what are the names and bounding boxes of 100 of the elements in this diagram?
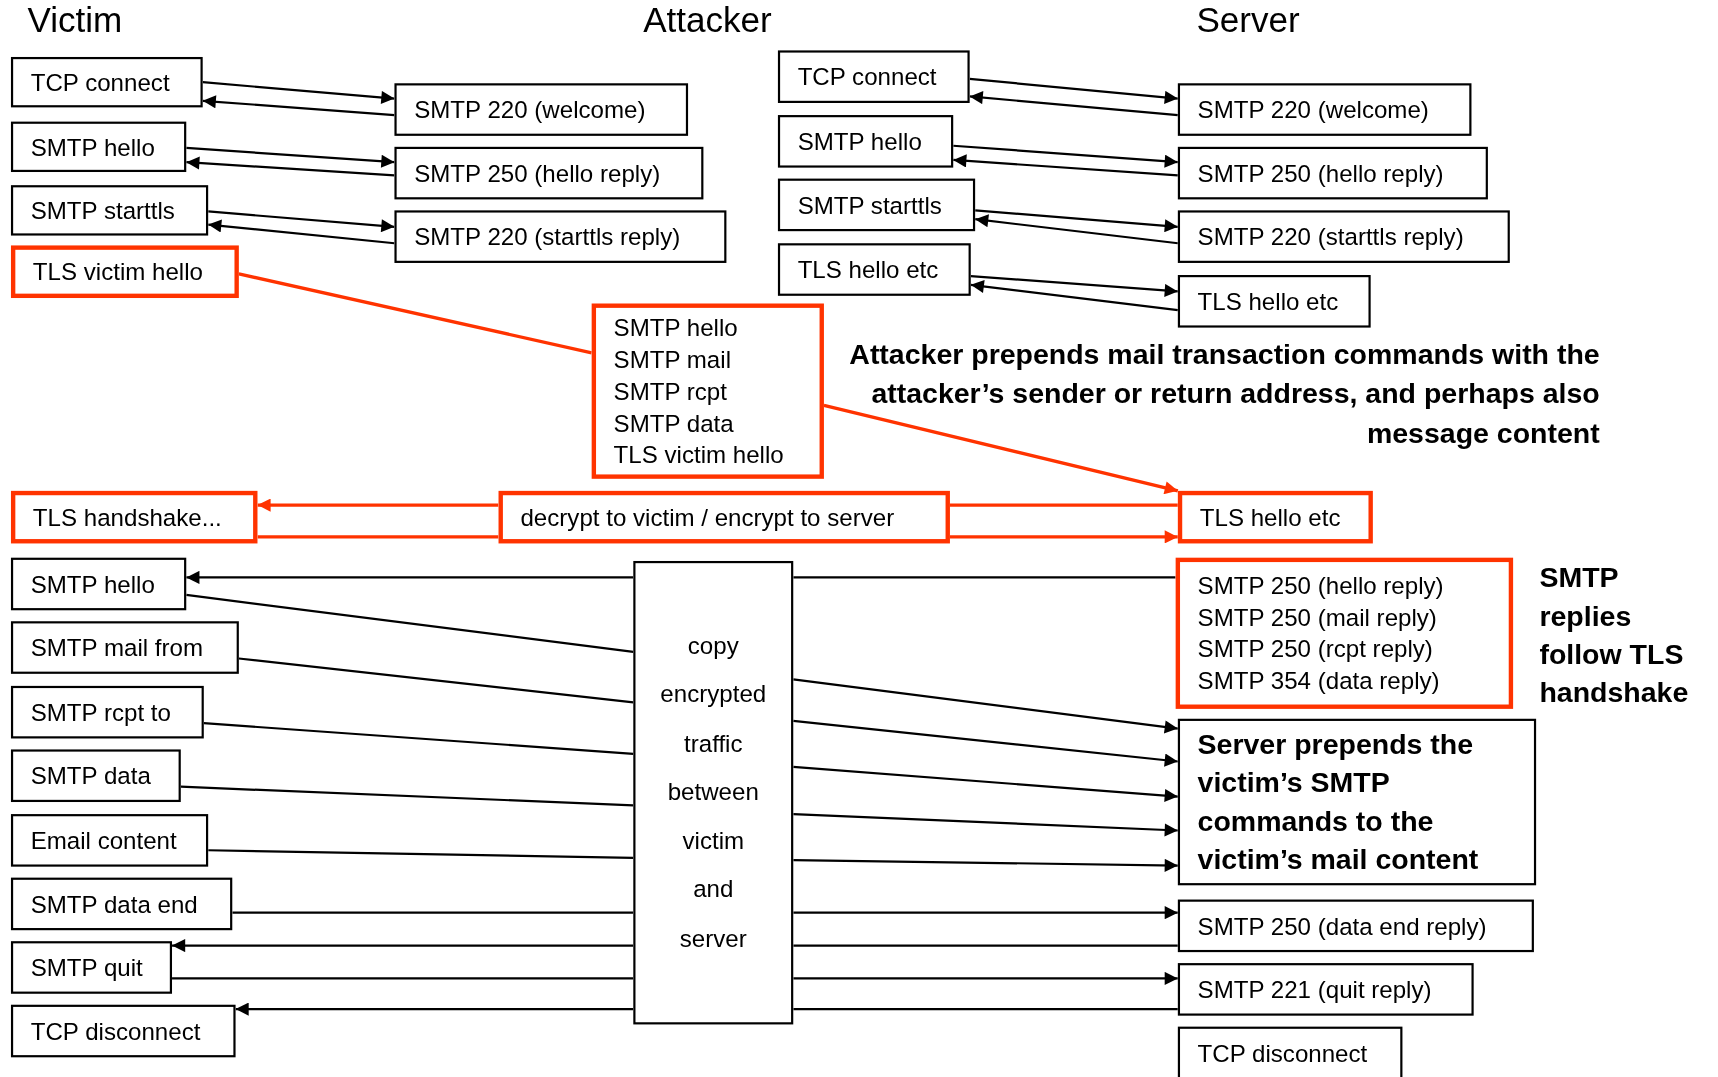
process-box [10, 490, 258, 544]
arrow [949, 530, 1178, 544]
node-text: SMTP rcpt [613, 376, 728, 407]
connector-line [793, 1008, 1178, 1011]
arrow [969, 77, 1178, 104]
process-box [498, 490, 950, 544]
node-text: SMTP 250 (hello reply) [414, 158, 662, 189]
node-text: SMTP starttls [30, 195, 176, 227]
process-box [777, 50, 970, 103]
node-text: TCP disconnect [30, 1016, 202, 1047]
node-text: SMTP 354 (data reply) [1197, 666, 1441, 697]
connector-line [793, 944, 1178, 947]
node-text: TLS victim hello [32, 257, 204, 288]
process-box [10, 941, 172, 994]
node-text: TLS hello etc [1199, 502, 1342, 533]
arrow [208, 210, 395, 233]
node-text: SMTP mail from [30, 632, 204, 664]
node-text: SMTP 250 (mail reply) [1197, 602, 1438, 634]
process-box [10, 814, 209, 867]
connector-line [238, 272, 592, 355]
connector-line [949, 503, 1178, 507]
node-text: SMTP data [613, 408, 735, 439]
connector-line [257, 535, 499, 539]
process-box [10, 56, 203, 108]
arrow [793, 765, 1178, 803]
process-box [591, 303, 824, 479]
process-box [633, 561, 794, 1025]
process-box [1177, 963, 1474, 1016]
arrow [970, 279, 1178, 312]
node-text: SMTP 250 (hello reply) [1197, 570, 1445, 602]
node-text: SMTP data [30, 761, 152, 792]
node-text: TCP disconnect [1197, 1038, 1369, 1069]
process-box [10, 185, 209, 236]
process-box [1177, 718, 1537, 886]
column-heading: Server [1196, 0, 1300, 41]
node-text: SMTP 220 (welcome) [414, 94, 647, 126]
arrow [953, 154, 1178, 177]
process-box [10, 245, 239, 298]
process-box [777, 243, 971, 296]
node-text: Server prepends the victim’s SMTP commands to the victim’s mail content [1197, 726, 1480, 878]
process-box [394, 83, 689, 136]
process-box [1177, 210, 1510, 263]
arrow [970, 275, 1178, 298]
arrow [793, 719, 1178, 767]
arrow [186, 146, 395, 168]
arrow [202, 95, 395, 117]
process-box [10, 749, 181, 803]
process-box [1177, 490, 1373, 544]
annotation-text: SMTP replies follow TLS handshake [1539, 560, 1690, 711]
arrow [975, 209, 1178, 233]
connector-line [186, 593, 634, 653]
node-text: SMTP 250 (hello reply) [1197, 158, 1445, 189]
arrow [793, 858, 1178, 872]
process-box [777, 115, 954, 168]
node-text: SMTP rcpt to [30, 697, 172, 728]
node-text: Email content [30, 825, 178, 857]
node-text: SMTP hello [30, 132, 156, 163]
node-text: TCP connect [797, 62, 938, 93]
node-text: SMTP 250 (rcpt reply) [1197, 634, 1434, 665]
arrow [257, 498, 499, 512]
process-box [394, 146, 704, 200]
process-box [10, 557, 187, 611]
process-box [10, 1004, 236, 1058]
node-text: SMTP mail [613, 344, 732, 376]
node-text: copy encrypted traffic between victim and server [659, 630, 768, 954]
node-text: SMTP 221 (quit reply) [1197, 974, 1433, 1006]
node-text: TLS victim hello [613, 440, 785, 471]
process-box [10, 685, 204, 739]
node-text: TLS hello etc [1197, 286, 1340, 317]
arrow [969, 91, 1178, 117]
connector-line [208, 849, 634, 859]
process-box [1177, 899, 1534, 953]
arrow [172, 939, 634, 953]
process-box [394, 210, 727, 263]
node-text: TLS handshake... [32, 502, 223, 533]
arrow [202, 81, 395, 105]
node-text: SMTP hello [613, 312, 739, 344]
arrow [186, 570, 634, 584]
node-text: SMTP 250 (data end reply) [1197, 911, 1488, 942]
column-heading: Attacker [643, 0, 772, 41]
process-box [1177, 1026, 1403, 1077]
arrow [823, 403, 1179, 495]
node-text: SMTP starttls [797, 190, 943, 221]
process-box [1177, 83, 1472, 136]
node-text: TCP connect [30, 67, 171, 98]
arrow [953, 144, 1178, 168]
process-box [1177, 146, 1488, 200]
node-text: SMTP 220 (starttls reply) [1197, 221, 1465, 253]
connector-line [203, 722, 634, 755]
arrow [793, 906, 1178, 920]
process-box [10, 621, 239, 674]
connector-line [172, 977, 634, 980]
process-box [10, 877, 233, 931]
connector-line [793, 576, 1176, 579]
arrow [186, 156, 395, 177]
node-text: SMTP hello [30, 569, 156, 600]
arrow [793, 971, 1178, 985]
connector-line [180, 785, 634, 807]
arrow [975, 214, 1178, 245]
node-text: SMTP data end [30, 889, 199, 920]
